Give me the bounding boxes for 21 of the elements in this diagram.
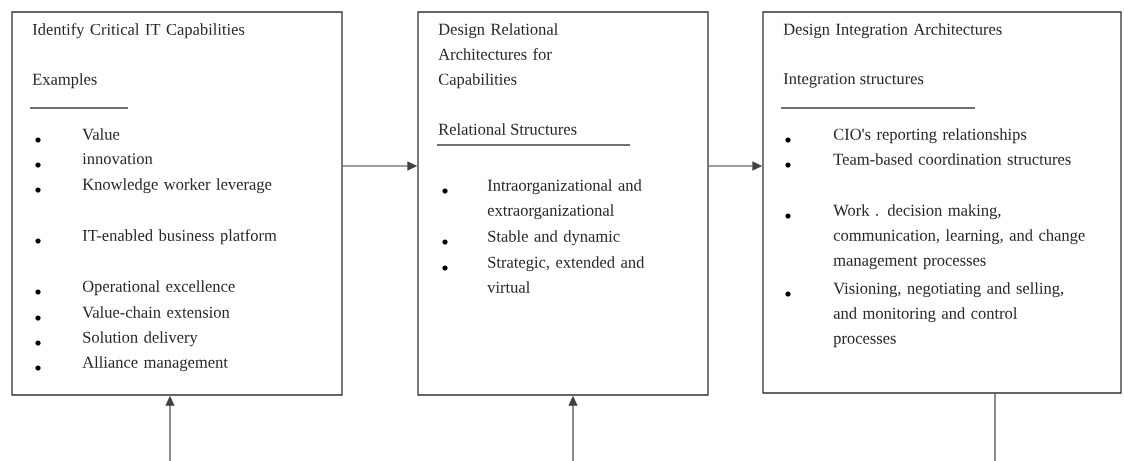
box-heading: Identify Critical IT Capabilities	[32, 23, 245, 39]
box-heading: Design Relational Architectures for Capabilities	[438, 23, 558, 89]
bullet-item: Value-chain extension	[35, 306, 230, 321]
subheading: Relational Structures	[438, 123, 577, 135]
bullet-item: innovation	[35, 153, 153, 168]
bullet-item: IT-enabled business platform	[35, 229, 277, 245]
bullet-item: Knowledge worker leverage	[35, 178, 272, 194]
bullet-item: Alliance management	[35, 356, 228, 372]
bullet-item: Value	[35, 128, 120, 143]
subheading: Examples	[32, 73, 97, 89]
box-heading: Design Integration Architectures	[783, 23, 1002, 39]
subheading: Integration structures	[783, 73, 924, 88]
bullet-item: Work . decision making, communication, learning, and change management processes	[785, 204, 1085, 270]
bullet-item: Strategic, extended and virtual	[442, 256, 645, 293]
bullet-item: Operational excellence	[35, 280, 235, 296]
bullet-item: Intraorganizational and extraorganizational	[442, 179, 642, 220]
bullet-item: Team-based coordination structures	[785, 153, 1071, 168]
bullet-item: Solution delivery	[35, 331, 198, 347]
bullet-item: Stable and dynamic	[442, 230, 620, 246]
bullet-item: Visioning, negotiating and selling, and monitoring and control processes	[785, 282, 1064, 348]
bullet-item: CIO's reporting relationships	[785, 128, 1027, 144]
